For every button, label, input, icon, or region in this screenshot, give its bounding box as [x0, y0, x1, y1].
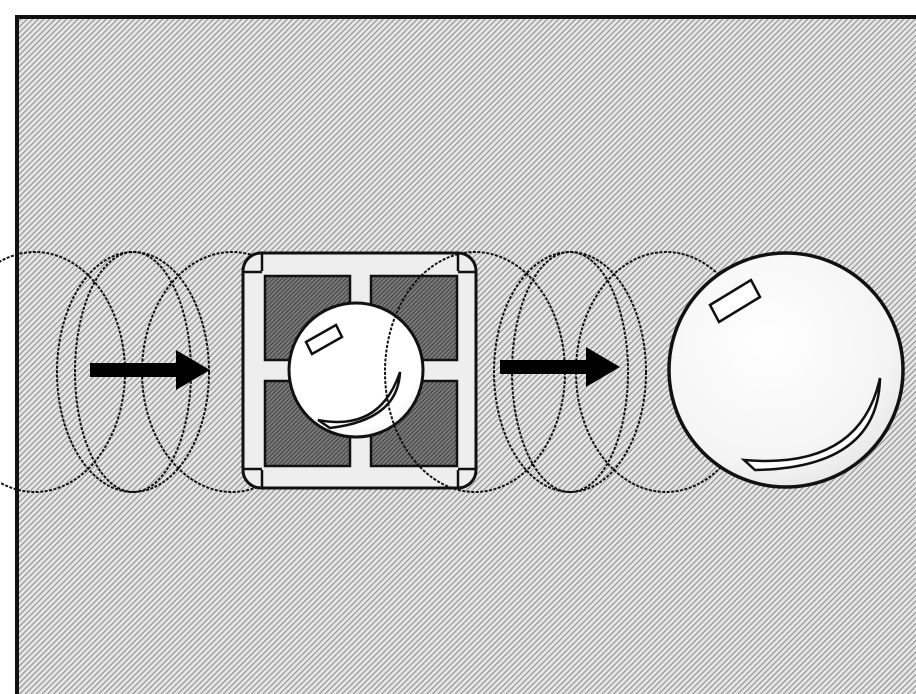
arrow-shaft	[500, 360, 588, 374]
output-bubble	[669, 253, 903, 487]
magnet-assembly	[243, 253, 476, 488]
arrow-shaft	[90, 363, 178, 377]
center-bubble	[289, 303, 423, 437]
